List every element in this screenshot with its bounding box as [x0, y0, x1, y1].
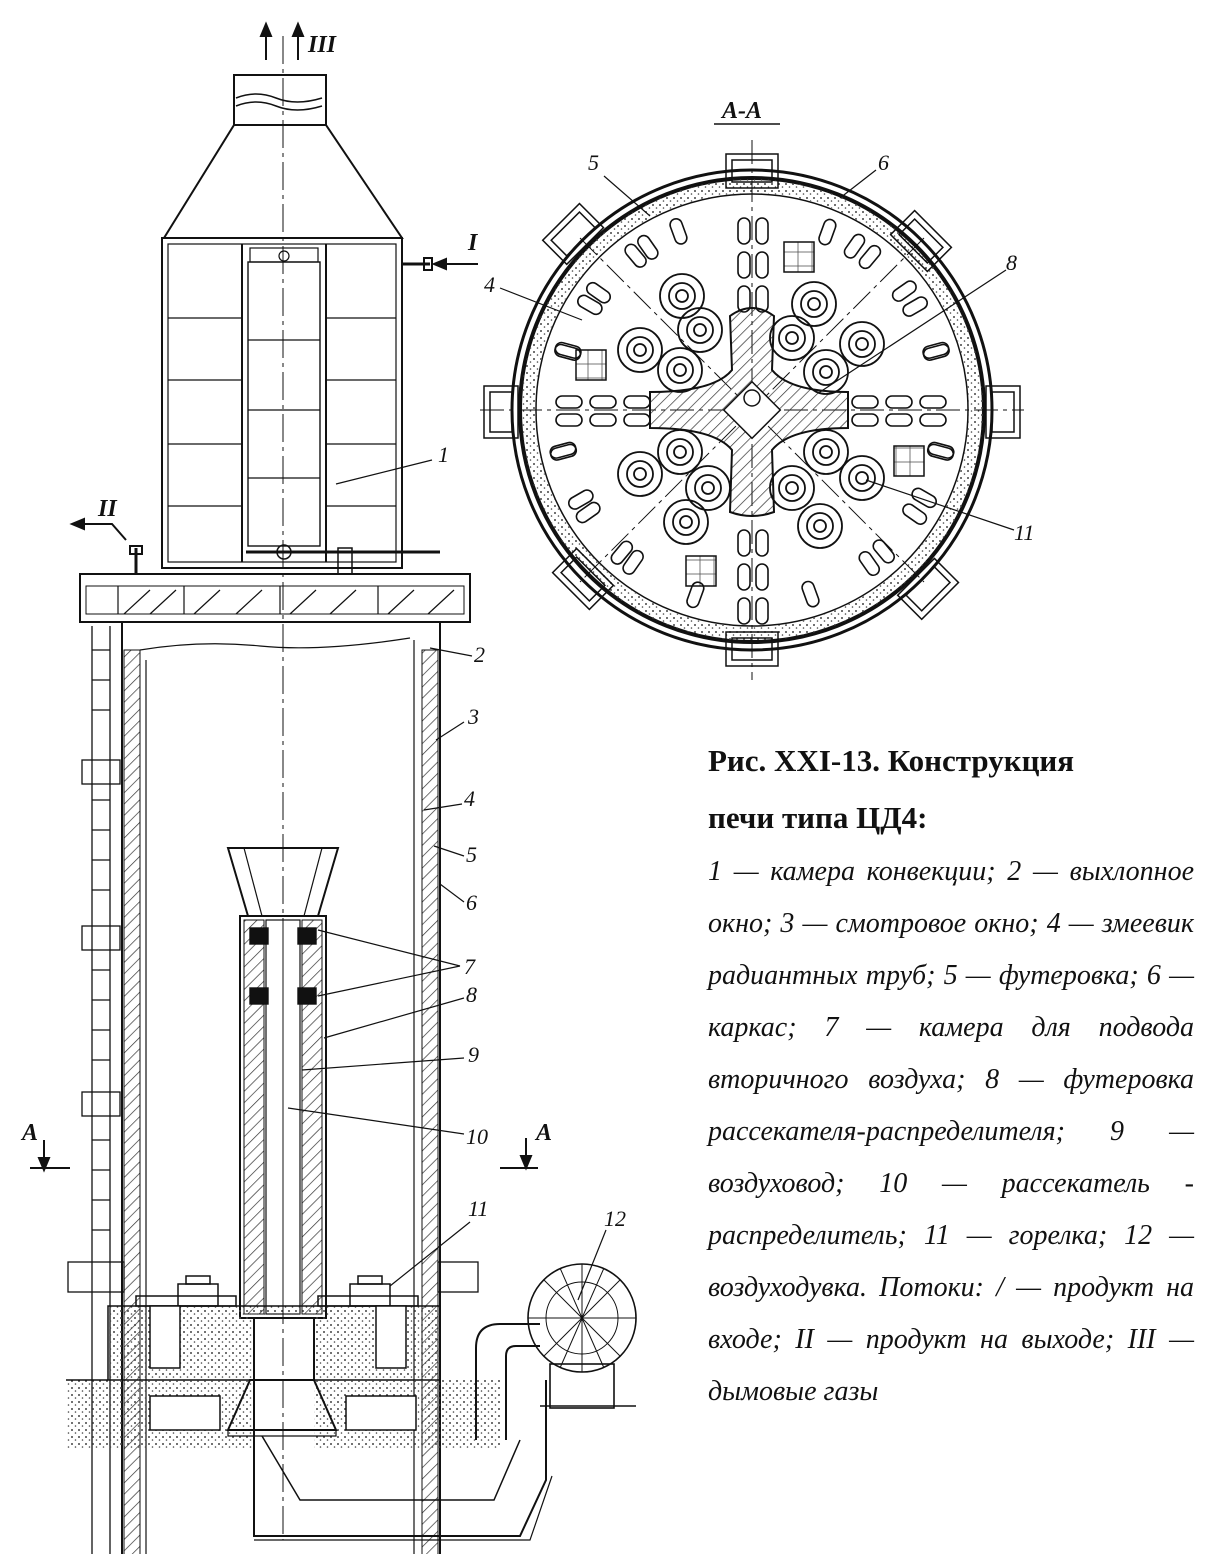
legend-item: 10 — рассекатель - распределитель; [708, 1168, 1194, 1251]
callout-10: 10 [466, 1124, 488, 1149]
caption-legend: 1 — камера конвекции; 2 — выхлопное окно… [708, 846, 1194, 1418]
callout-leaders [287, 459, 607, 1301]
section-label: А-А [720, 98, 762, 124]
callout-numbers: 1 2 3 4 5 6 7 8 9 10 11 12 [438, 442, 626, 1231]
flow-label-I: I [467, 230, 479, 256]
callout-11: 11 [468, 1196, 488, 1221]
callout-9: 9 [468, 1042, 479, 1067]
flow-label-III: III [307, 32, 338, 58]
callout-5: 5 [466, 842, 477, 867]
figure-caption: Рис. XXI-13. Конструкция печи типа ЦД4: … [708, 732, 1194, 1418]
caption-title-line-2: печи типа ЦД4: [708, 800, 928, 835]
legend-item: 1 — камера конвекции; [708, 856, 1008, 887]
legend-item: 6 — каркас; [708, 960, 1194, 1043]
plan-callout-6: 6 [878, 150, 889, 175]
plan-callout-8: 8 [1006, 250, 1017, 275]
legend-item: 3 — смотровое окно; [780, 908, 1047, 939]
section-mark-left: А [20, 1120, 38, 1146]
callout-2: 2 [474, 642, 485, 667]
callout-7: 7 [464, 954, 476, 979]
callout-8: 8 [466, 982, 477, 1007]
flow-labels: III I II А А [20, 32, 552, 1146]
flows-item: Потоки: / — продукт на входе; [708, 1272, 1194, 1355]
flows-item: III — дымовые газы [708, 1324, 1194, 1407]
caption-title: Рис. XXI-13. Конструкция печи типа ЦД4: [708, 732, 1194, 846]
splitter-distributor [226, 847, 340, 1319]
foundation [66, 1305, 553, 1541]
callout-1: 1 [438, 442, 449, 467]
callout-12: 12 [604, 1206, 626, 1231]
flows-item: II — продукт на выходе; [795, 1324, 1128, 1355]
legend-item: 7 — камера для подвода вторичного воздух… [708, 1012, 1194, 1095]
legend-item: 8 — футеровка рассекателя-распределителя… [708, 1064, 1194, 1147]
flow-label-II: II [97, 496, 118, 522]
legend-item: 12 — воздуходувка. [708, 1220, 1194, 1303]
plan-callout-11: 11 [1014, 520, 1034, 545]
callout-3: 3 [467, 704, 479, 729]
furnace-elevation [66, 36, 637, 1554]
legend-item: 9 — воздуховод; [708, 1116, 1194, 1199]
flow-arrows [30, 21, 538, 1173]
legend-item: 11 — горелка; [923, 1220, 1125, 1251]
air-blower [475, 1263, 637, 1440]
legend-item: 4 — змеевик радиантных труб; [708, 908, 1194, 991]
callout-4: 4 [464, 786, 475, 811]
section-mark-right: А [534, 1120, 552, 1146]
plan-callout-5: 5 [588, 150, 599, 175]
legend-item: 2 — выхлопное окно; [708, 856, 1194, 939]
convection-chamber [161, 237, 440, 575]
legend-item: 5 — футеровка; [943, 960, 1147, 991]
section-plan: А-А [480, 98, 1034, 680]
plan-callout-4: 4 [484, 272, 495, 297]
burners [135, 1275, 419, 1307]
caption-title-line-1: Рис. XXI-13. Конструкция [708, 743, 1075, 778]
callout-6: 6 [466, 890, 477, 915]
service-platform [79, 545, 471, 623]
